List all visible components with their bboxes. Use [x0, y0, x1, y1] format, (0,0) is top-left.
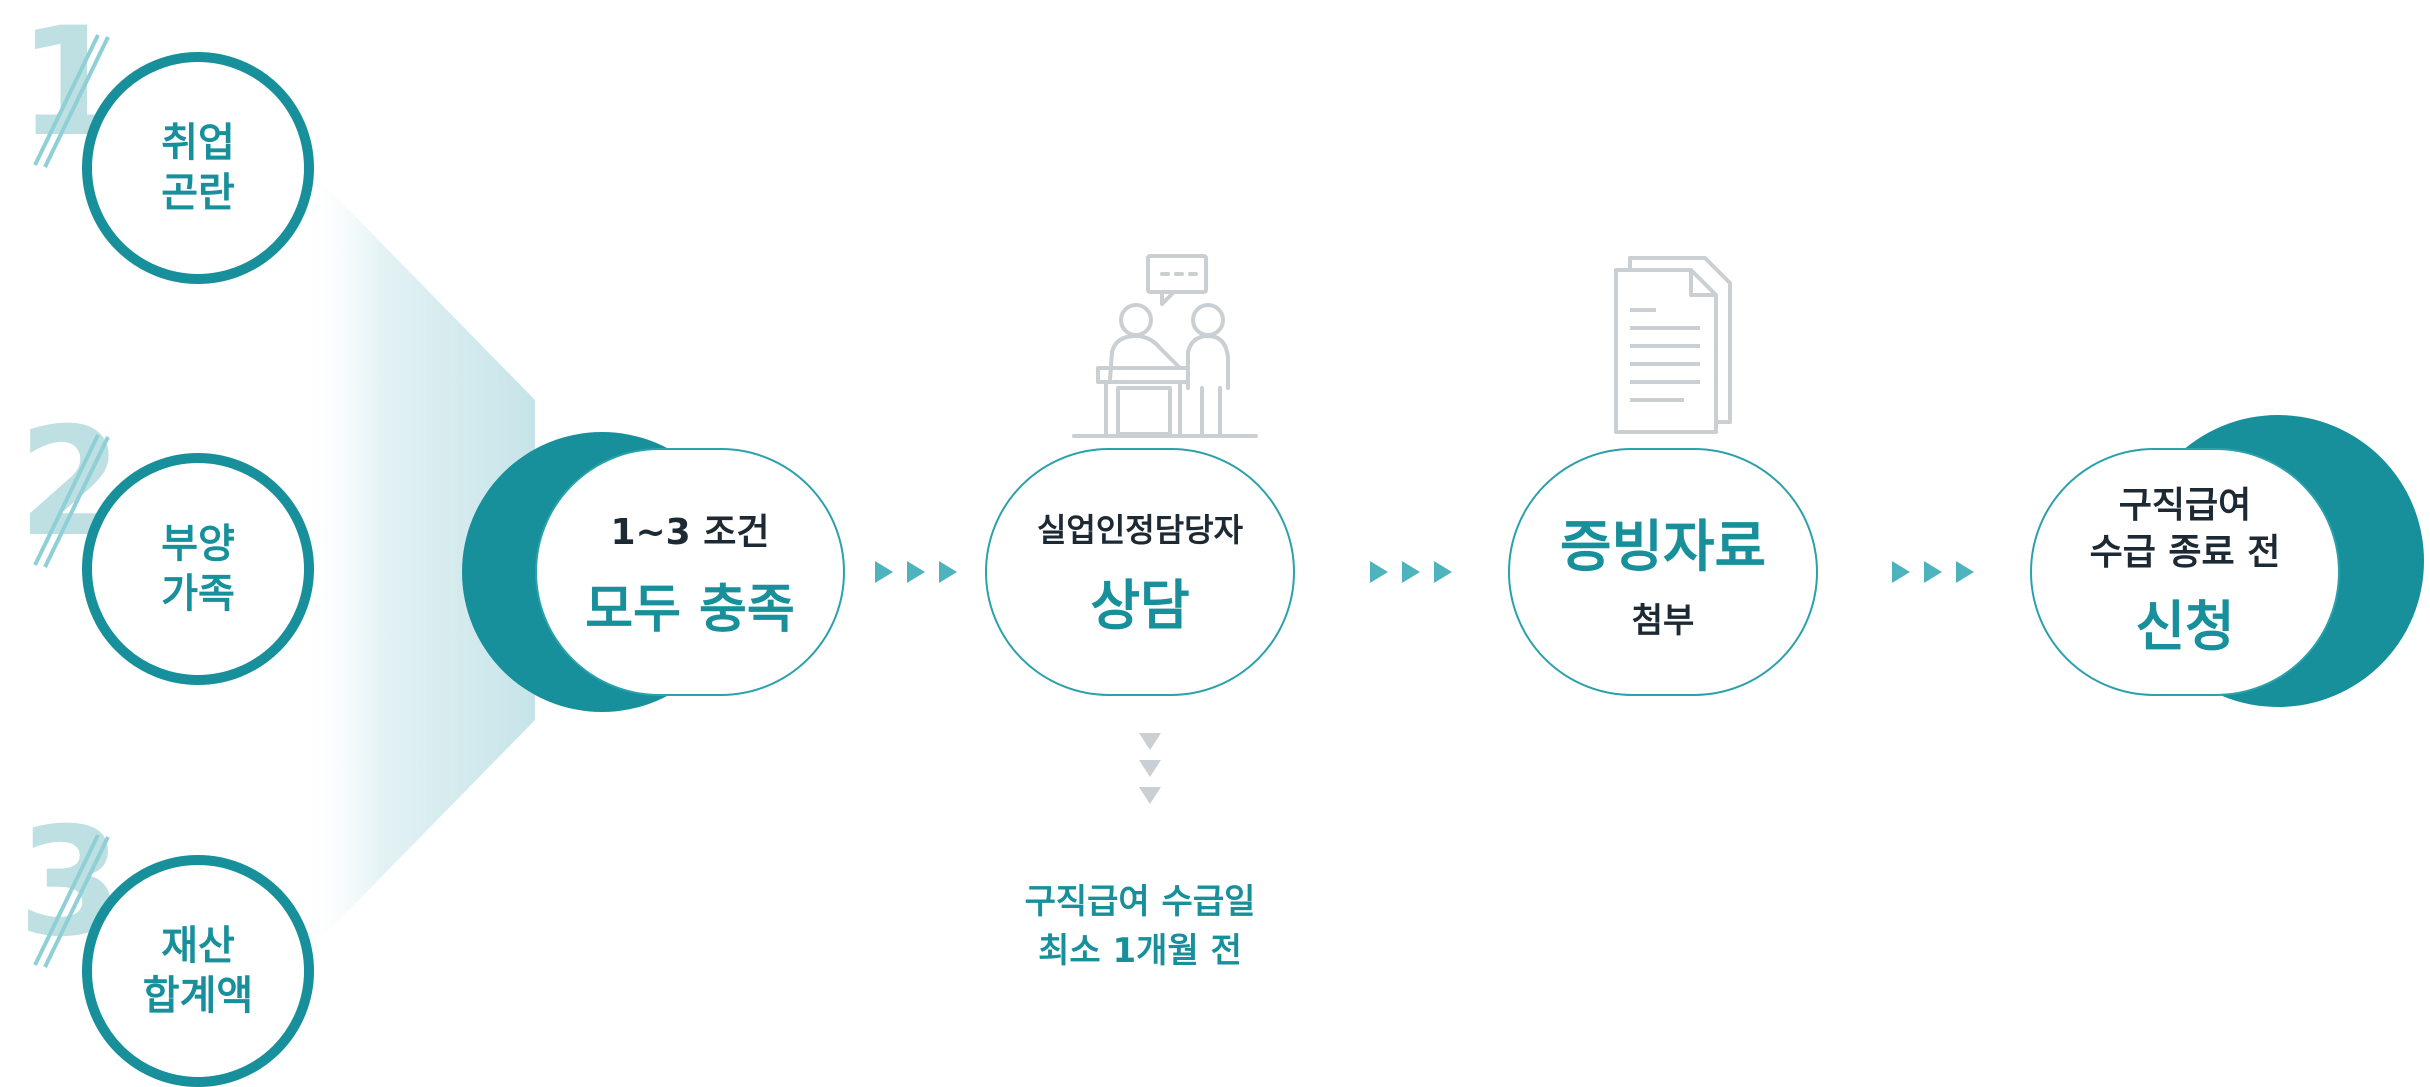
- consultation-icon: [1072, 254, 1258, 438]
- condition-2-line1: 부양: [161, 521, 235, 567]
- arrow-group-1: [875, 561, 957, 583]
- condition-1-line1: 취업: [161, 120, 235, 166]
- condition-1-line2: 곤란: [161, 170, 235, 216]
- step-1-line2: 모두 충족: [585, 579, 795, 640]
- arrow-right-icon: [875, 561, 893, 583]
- step-4-pill: 구직급여 수급 종료 전 신청: [2030, 448, 2340, 696]
- arrow-right-icon: [939, 561, 957, 583]
- arrow-down-icon: [1139, 787, 1161, 804]
- arrow-right-icon: [1956, 561, 1974, 583]
- step-2-line2: 상담: [1090, 573, 1190, 637]
- step-4-line2: 수급 종료 전: [2089, 531, 2281, 573]
- timing-note-line2: 최소 1개월 전: [1038, 931, 1242, 972]
- step-1-pill: 1~3 조건 모두 충족: [535, 448, 845, 696]
- document-icon: [1614, 256, 1732, 434]
- condition-circle-3: 재산 합계액: [82, 855, 314, 1087]
- arrow-right-icon: [1924, 561, 1942, 583]
- arrow-down-icon: [1139, 733, 1161, 750]
- number-slash-1: [33, 34, 110, 168]
- condition-2-line2: 가족: [161, 571, 235, 617]
- step-2-pill: 실업인정담당자 상담: [985, 448, 1295, 696]
- step-3-line2: 첨부: [1631, 601, 1695, 641]
- step-3-pill: 증빙자료 첨부: [1508, 448, 1818, 696]
- arrow-right-icon: [907, 561, 925, 583]
- condition-circle-2: 부양 가족: [82, 453, 314, 685]
- arrow-right-icon: [1434, 561, 1452, 583]
- step-4-line1: 구직급여: [2118, 484, 2252, 526]
- timing-note-line1: 구직급여 수급일: [1024, 882, 1256, 922]
- condition-3-line2: 합계액: [142, 973, 254, 1019]
- step-2-line1: 실업인정담당자: [1036, 510, 1244, 549]
- arrow-down-icon: [1139, 760, 1161, 777]
- step-1-line1: 1~3 조건: [610, 511, 770, 553]
- down-arrow-group: [1139, 733, 1161, 804]
- timing-note: 구직급여 수급일 최소 1개월 전: [980, 878, 1300, 977]
- step-4-line3: 신청: [2135, 595, 2235, 659]
- arrow-group-2: [1370, 561, 1452, 583]
- arrow-group-3: [1892, 561, 1974, 583]
- condition-circle-1: 취업 곤란: [82, 52, 314, 284]
- arrow-right-icon: [1370, 561, 1388, 583]
- arrow-right-icon: [1892, 561, 1910, 583]
- step-3-line1: 증빙자료: [1559, 515, 1767, 580]
- condition-3-line1: 재산: [161, 923, 235, 969]
- arrow-right-icon: [1402, 561, 1420, 583]
- number-slash-3: [33, 834, 110, 968]
- number-slash-2: [33, 434, 110, 568]
